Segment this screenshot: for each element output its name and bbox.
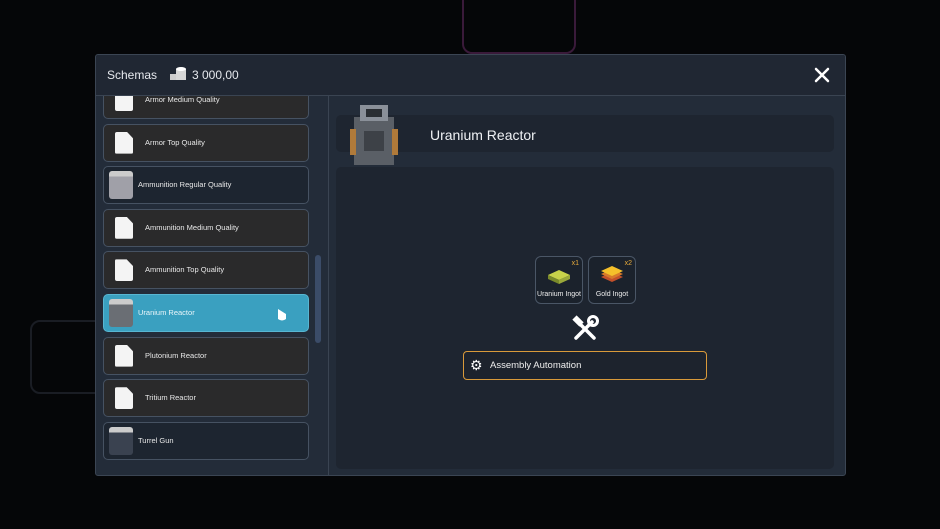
schema-item-label: Ammunition Regular Quality [138, 180, 232, 190]
ingredient-qty: x1 [571, 260, 579, 267]
ingredient-uranium-ingot[interactable]: x1 Uranium Ingot [535, 256, 583, 304]
file-icon [115, 96, 133, 111]
schema-list-item[interactable]: Armor Top Quality [103, 123, 309, 162]
schema-item-label: Armor Top Quality [145, 137, 205, 147]
ingredient-name: Gold Ingot [595, 291, 629, 298]
background-decoration [462, 0, 576, 54]
list-scrollbar[interactable] [315, 255, 321, 343]
schema-list-item[interactable]: Turrel Gun [103, 421, 309, 460]
uranium-ingot-icon [548, 270, 570, 284]
divider [328, 96, 329, 475]
uranium-reactor-image [350, 105, 398, 165]
schema-list-item[interactable]: Plutonium Reactor [103, 336, 309, 375]
detail-content: x1 Uranium Ingot x2 Gold Ingot ⚙ Assembl… [336, 167, 834, 469]
pointer-cursor-icon [278, 309, 286, 321]
schema-list-item[interactable]: Armor Medium Quality [103, 96, 309, 119]
file-icon [115, 344, 133, 367]
detail-title-bar: Uranium Reactor [336, 115, 834, 152]
modal-title: Schemas [107, 68, 158, 82]
schema-list-item[interactable]: Ammunition Top Quality [103, 251, 309, 290]
file-icon [115, 259, 133, 282]
hammer-wrench-icon [572, 315, 599, 340]
schema-item-label: Ammunition Medium Quality [145, 222, 239, 232]
schema-list-item[interactable]: Uranium Reactor [103, 294, 309, 332]
schema-list-item[interactable]: Tritium Reactor [103, 379, 309, 418]
schema-item-label: Armor Medium Quality [145, 96, 220, 104]
schema-item-label: Uranium Reactor [138, 308, 195, 317]
schema-item-label: Plutonium Reactor [145, 350, 207, 360]
coins-icon [170, 67, 186, 80]
turret-image [109, 426, 133, 455]
assembly-automation-button[interactable]: ⚙ Assembly Automation [463, 351, 707, 380]
schema-item-label: Ammunition Top Quality [145, 265, 225, 275]
schema-list-item[interactable]: Ammunition Regular Quality [103, 166, 309, 205]
detail-title: Uranium Reactor [430, 127, 536, 143]
schema-list-item[interactable]: Ammunition Medium Quality [103, 208, 309, 247]
file-icon [115, 387, 133, 410]
money-balance: 3 000,00 [192, 68, 239, 82]
ingredient-qty: x2 [624, 260, 632, 267]
schema-item-label: Turrel Gun [138, 435, 174, 445]
ammunition-image [109, 171, 133, 200]
file-icon [115, 131, 133, 154]
assembly-automation-label: Assembly Automation [490, 360, 582, 371]
schema-item-label: Tritium Reactor [145, 393, 196, 403]
gold-ingot-icon [601, 266, 623, 282]
ingredient-name: Uranium Ingot [537, 291, 581, 298]
modal-header: Schemas 3 000,00 [96, 55, 845, 96]
ingredient-gold-ingot[interactable]: x2 Gold Ingot [588, 256, 636, 304]
reactor-image [109, 299, 133, 327]
close-icon[interactable] [813, 66, 831, 84]
file-icon [115, 216, 133, 239]
gear-icon: ⚙ [470, 357, 483, 373]
